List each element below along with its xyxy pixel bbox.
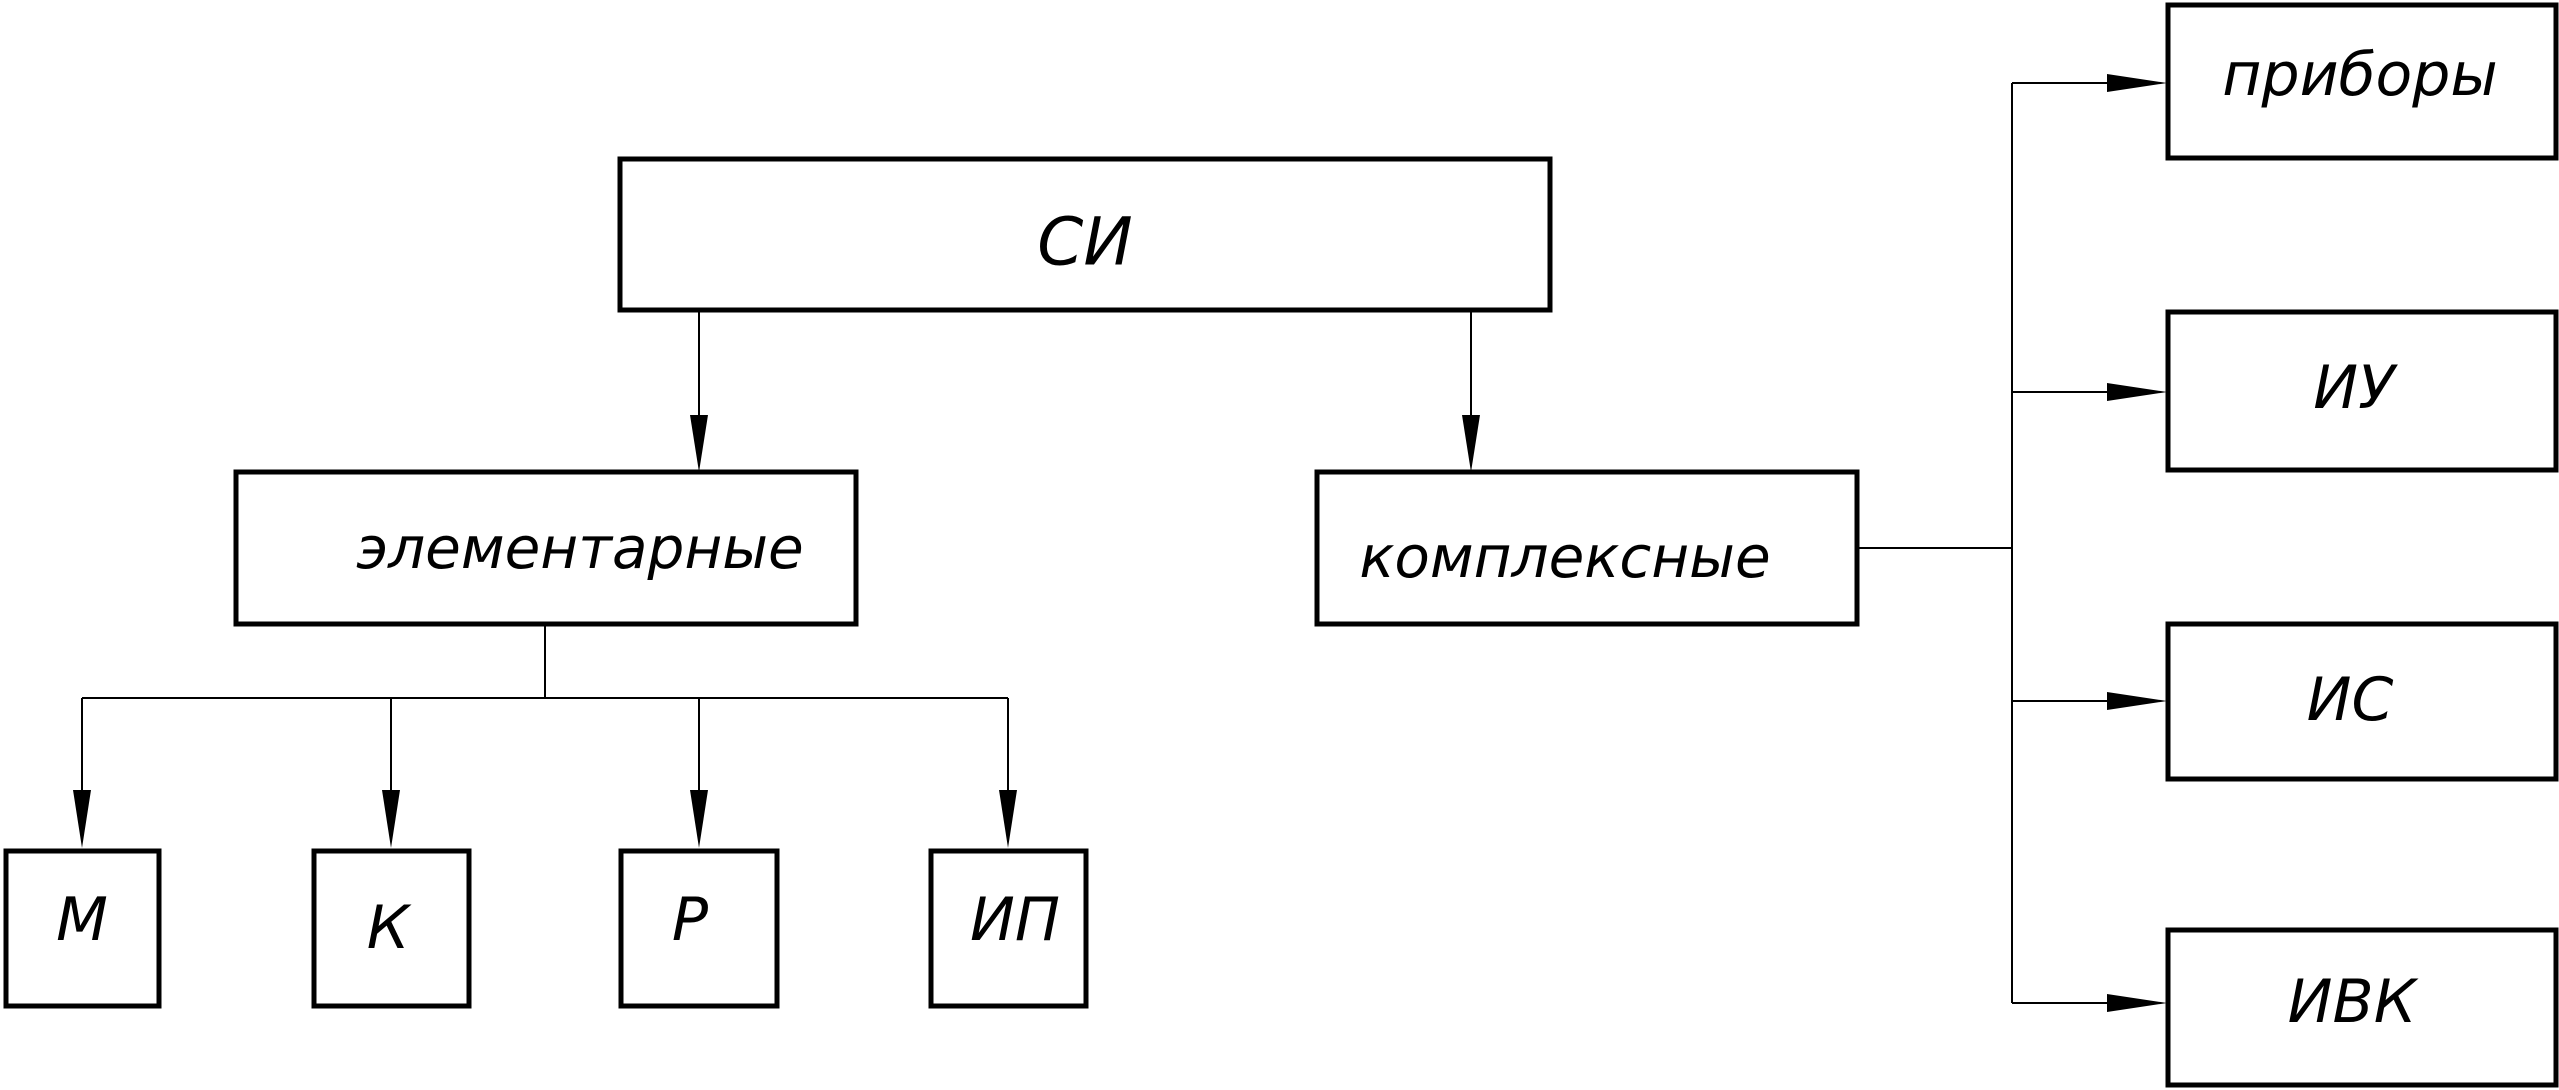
node-complex-label: комплексные [1359, 523, 1770, 591]
arrowhead-complex [1462, 415, 1480, 472]
node-complex: комплексные [1314, 469, 1860, 627]
arrowhead-ip [999, 790, 1017, 848]
node-devices-label: приборы [2222, 40, 2497, 110]
node-is-label: ИС [2307, 665, 2394, 735]
node-elementary: элементарные [233, 469, 859, 627]
node-ip: ИП [928, 848, 1089, 1009]
node-si-label: СИ [1037, 204, 1132, 281]
node-ivk-label: ИВК [2288, 967, 2419, 1037]
node-m: М [3, 848, 162, 1009]
node-iu-label: ИУ [2313, 353, 2398, 423]
node-elementary-label: элементарные [356, 514, 804, 582]
node-k: К [311, 848, 472, 1009]
node-iu: ИУ [2165, 309, 2559, 473]
node-si: СИ [617, 156, 1553, 313]
arrowhead-iu [2107, 383, 2167, 401]
node-k-label: К [367, 893, 412, 963]
node-r: Р [618, 848, 780, 1009]
node-ip-label: ИП [970, 885, 1060, 955]
arrowhead-m [73, 790, 91, 848]
arrowhead-k [382, 790, 400, 848]
node-r-label: Р [672, 885, 709, 955]
arrowhead-elementary [690, 415, 708, 472]
arrowhead-r [690, 790, 708, 848]
node-ivk: ИВК [2165, 927, 2559, 1088]
arrowhead-devices [2107, 74, 2167, 92]
node-devices: приборы [2165, 2, 2559, 161]
arrowhead-ivk [2107, 994, 2167, 1012]
node-m-label: М [56, 885, 108, 955]
node-is: ИС [2165, 621, 2559, 782]
arrowhead-is [2107, 692, 2167, 710]
